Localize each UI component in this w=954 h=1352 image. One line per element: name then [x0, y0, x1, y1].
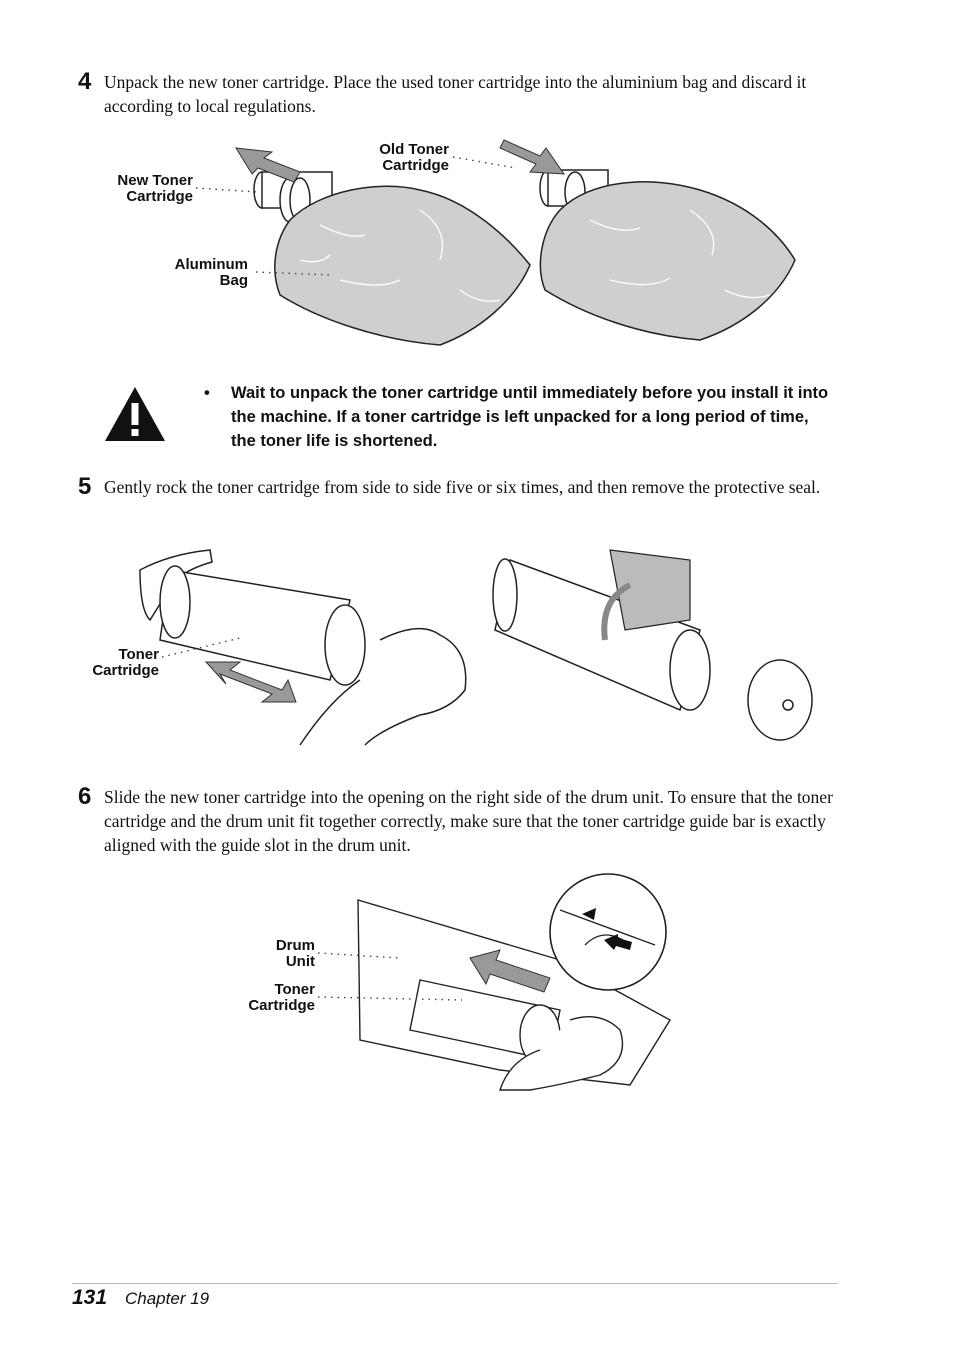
arrow-out-icon	[235, 147, 301, 183]
aluminum-bag-right	[539, 181, 796, 341]
figure-rock-cartridge	[139, 549, 813, 746]
step-5-text: Gently rock the toner cartridge from sid…	[104, 477, 821, 497]
hand-drawing	[499, 1016, 624, 1091]
footer-rule	[72, 1283, 838, 1284]
zoom-detail-circle	[549, 873, 667, 991]
arrow-in-icon	[499, 139, 565, 175]
page-number: 131	[72, 1286, 108, 1309]
hand-right	[299, 627, 467, 746]
label-aluminum-bag: Aluminum Bag	[174, 256, 248, 289]
exclamation-triangle-icon	[105, 387, 165, 441]
aluminum-bag-left	[274, 185, 531, 346]
double-arrow-icon	[204, 661, 297, 703]
label-toner-cartridge-fig3: Toner Cartridge	[248, 981, 315, 1014]
protective-seal	[609, 549, 691, 631]
step-4-text: Unpack the new toner cartridge. Place th…	[104, 72, 807, 116]
warning-text: Wait to unpack the toner cartridge until…	[231, 384, 829, 450]
step-5-number: 5	[78, 473, 92, 500]
label-old-toner-cartridge: Old Toner Cartridge	[379, 141, 449, 174]
label-new-toner-cartridge: New Toner Cartridge	[117, 172, 193, 205]
guide-mark-icon	[582, 908, 596, 920]
curved-arrow-icon	[601, 582, 632, 641]
step-6-text: Slide the new toner cartridge into the o…	[104, 787, 833, 855]
step-6-number: 6	[78, 783, 92, 810]
chapter-label: Chapter 19	[125, 1289, 210, 1308]
hand-left-top	[139, 549, 213, 622]
insert-arrow-icon	[469, 949, 551, 993]
warning-bullet: •	[204, 384, 210, 402]
label-toner-cartridge-fig2: Toner Cartridge	[92, 646, 159, 679]
figure-insert-cartridge	[317, 873, 671, 1091]
step-4-number: 4	[78, 68, 92, 95]
figure-unpack-cartridge	[195, 139, 796, 346]
guide-arrow-icon	[604, 934, 632, 950]
label-drum-unit: Drum Unit	[275, 937, 315, 970]
